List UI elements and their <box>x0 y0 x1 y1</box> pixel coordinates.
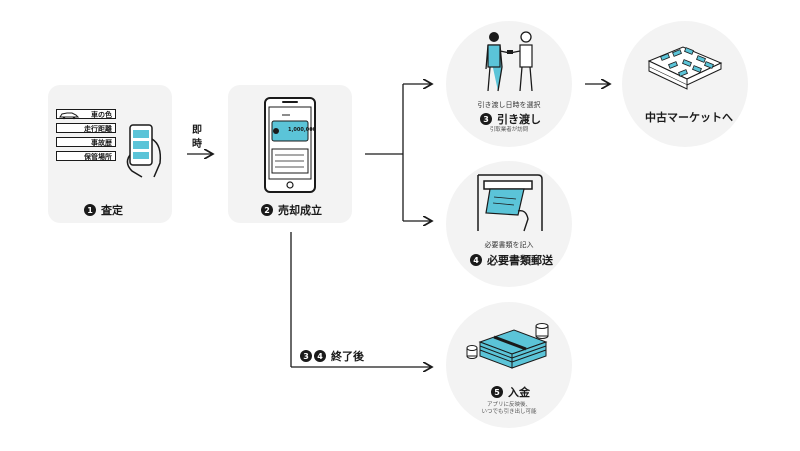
immediate-label: 即 時 <box>192 125 202 150</box>
assessment-card: 車の色 走行距離 事故歴 保管場所 1 査定 <box>48 85 172 223</box>
documents-circle: 必要書類を記入 4 必要書類郵送 <box>446 161 572 287</box>
documents-caption: 必要書類を記入 <box>484 241 534 249</box>
car-stack-icon <box>647 46 723 90</box>
market-circle: 中古マーケットへ <box>622 21 748 147</box>
handshake-people-icon <box>485 31 533 92</box>
payment-sub: アプリに反映後、 いつでも引き出し可能 <box>481 402 537 416</box>
handover-circle: 引き渡し日時を選択 3 引き渡し 引取業者が訪問 <box>446 21 572 147</box>
sale-amount: 1,000,000 <box>288 127 317 133</box>
handover-caption: 引き渡し日時を選択 <box>477 101 541 109</box>
after-num-3: 3 <box>300 350 312 362</box>
handover-sub: 引取業者が訪問 <box>489 127 529 133</box>
mailbox-document-icon <box>477 174 543 232</box>
checklist-item-mileage: 走行距離 <box>56 123 116 133</box>
market-label: 中古マーケットへ <box>645 111 733 124</box>
checklist-item-accident: 事故歴 <box>56 137 116 147</box>
after-steps-label: 3 4 終了後 <box>300 348 364 364</box>
checklist-item-color: 車の色 <box>56 109 116 119</box>
checklist-item-storage: 保管場所 <box>56 151 116 161</box>
assessment-label: 1 査定 <box>84 202 123 218</box>
money-stack-icon <box>466 323 549 369</box>
after-num-4: 4 <box>314 350 326 362</box>
sale-card: 1,000,000 2 売却成立 <box>228 85 352 223</box>
payment-circle: 5 入金 アプリに反映後、 いつでも引き出し可能 <box>446 302 572 428</box>
smartphone-icon <box>264 97 316 193</box>
handover-label: 3 引き渡し <box>480 111 541 127</box>
documents-label: 4 必要書類郵送 <box>470 252 553 268</box>
sale-label: 2 売却成立 <box>261 202 322 218</box>
car-icon <box>59 112 80 120</box>
payment-label: 5 入金 <box>491 384 530 400</box>
hand-phone-icon <box>126 124 162 178</box>
